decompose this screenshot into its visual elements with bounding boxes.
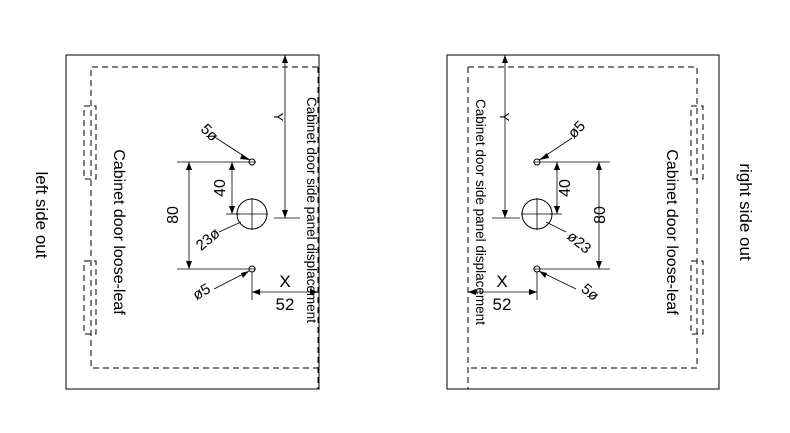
- right-dim-80: 80: [592, 206, 609, 224]
- left-displacement-label: Cabinet door side panel displacement: [304, 97, 319, 323]
- right-side-label: right side out: [736, 163, 755, 261]
- right-displacement-label: Cabinet door side panel displacement: [473, 99, 488, 325]
- left-dim-y: Y: [271, 113, 286, 122]
- left-side-panel-dashed-outline: [90, 66, 318, 369]
- left-panel: left side out Cabinet door loose-leaf Y …: [32, 54, 320, 390]
- left-hinge-upper: [83, 105, 97, 180]
- left-dim-40: 40: [212, 179, 229, 197]
- right-door-outline: [446, 54, 720, 390]
- right-hole-top-label: ø5: [565, 118, 589, 142]
- right-hole-center-label: ø23: [564, 228, 595, 258]
- left-hole-center-label: 23ø: [193, 225, 224, 255]
- right-hinge-lower: [690, 260, 704, 335]
- right-panel: right side out Cabinet door loose-leaf Y…: [446, 54, 755, 390]
- right-hinge-label: Cabinet door loose-leaf: [663, 149, 680, 315]
- left-hole-top-label: 5ø: [197, 121, 221, 145]
- right-dim-x-value: 52: [493, 295, 512, 314]
- right-hinge-upper: [690, 105, 704, 180]
- left-door-outline: [65, 54, 320, 390]
- left-side-label: left side out: [32, 172, 51, 259]
- right-dim-40: 40: [557, 179, 574, 197]
- left-hinge-lower: [83, 260, 97, 335]
- right-side-panel-dashed-outline: [468, 66, 698, 369]
- right-hole-bottom-label: 5ø: [578, 280, 602, 304]
- right-dim-y: Y: [497, 113, 512, 122]
- left-dim-x: X: [279, 272, 290, 291]
- left-dim-80: 80: [165, 206, 182, 224]
- left-hinge-label: Cabinet door loose-leaf: [110, 149, 127, 315]
- left-dim-x-value: 52: [276, 295, 295, 314]
- left-hole-bottom-label: ø5: [190, 280, 214, 303]
- right-dim-x: X: [496, 272, 507, 291]
